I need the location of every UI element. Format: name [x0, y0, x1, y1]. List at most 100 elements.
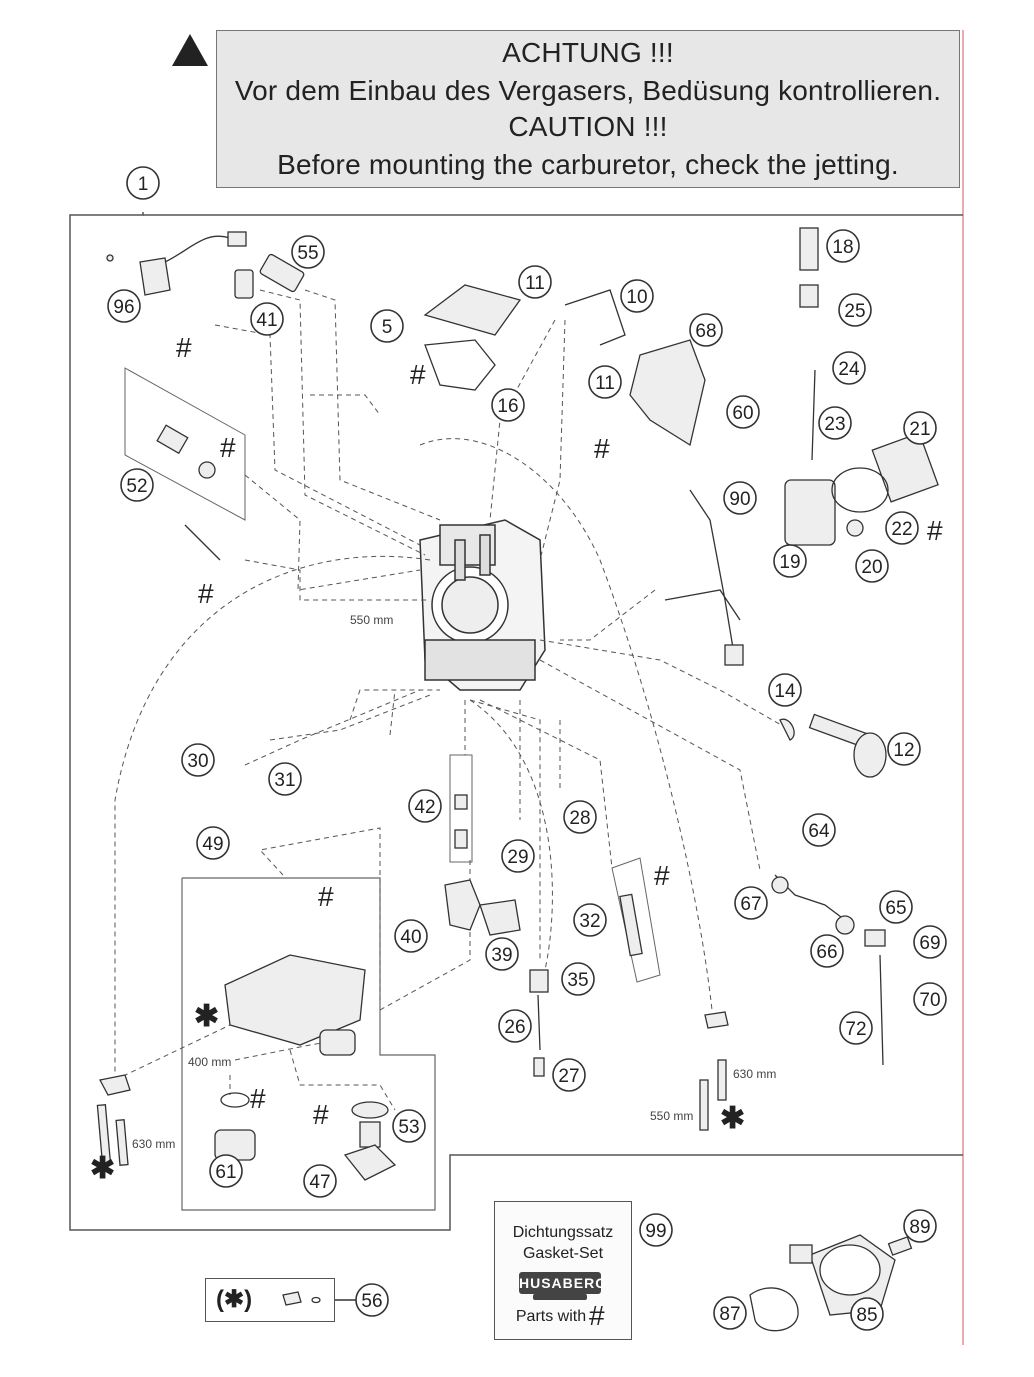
callout-number: 61: [215, 1162, 236, 1183]
callout-circle: [879, 890, 913, 924]
callout-number: 11: [525, 273, 545, 294]
part-callout-85: 85: [850, 1297, 884, 1331]
callout-number: 64: [808, 821, 830, 842]
hash-marker: #: [198, 578, 214, 609]
part-callout-90: 90: [723, 481, 757, 515]
callout-number: 47: [309, 1172, 330, 1193]
callout-circle: [885, 511, 919, 545]
part-callout-11: 11: [588, 365, 622, 399]
hash-marker: #: [176, 332, 192, 363]
callout-number: 70: [919, 990, 940, 1011]
length-label-630-left: 630 mm: [132, 1137, 175, 1151]
part-callout-66: 66: [810, 934, 844, 968]
callout-number: 60: [732, 403, 753, 424]
part-callout-60: 60: [726, 395, 760, 429]
part-callout-22: 22: [885, 511, 919, 545]
hash-marker: #: [594, 433, 610, 464]
callout-circle: [573, 903, 607, 937]
callout-number: 23: [824, 414, 845, 435]
part-callout-20: 20: [855, 549, 889, 583]
callout-number: 10: [626, 287, 647, 308]
callout-circle: [491, 388, 525, 422]
part-callout-61: 61: [209, 1154, 243, 1188]
part-callout-16: 16: [491, 388, 525, 422]
callout-number: 26: [504, 1017, 525, 1038]
part-callout-40: 40: [394, 919, 428, 953]
callout-circle: [181, 743, 215, 777]
callout-circle: [826, 229, 860, 263]
length-label-550-top: 550 mm: [350, 613, 393, 627]
callout-circle: [689, 313, 723, 347]
callout-circle: [855, 549, 889, 583]
part-callout-39: 39: [485, 937, 519, 971]
callout-circle: [850, 1297, 884, 1331]
callout-circle: [832, 351, 866, 385]
hash-marker: #: [318, 881, 334, 912]
callout-number: 85: [856, 1305, 877, 1326]
callout-circle: [485, 937, 519, 971]
part-callout-55: 55: [291, 235, 325, 269]
callout-circle: [498, 1009, 532, 1043]
part-callout-29: 29: [501, 839, 535, 873]
callout-number: 67: [740, 894, 761, 915]
gasket-set-title-en: Gasket-Set: [522, 1245, 604, 1262]
part-callout-30: 30: [181, 743, 215, 777]
part-callout-23: 23: [818, 406, 852, 440]
callout-number: 39: [491, 945, 512, 966]
part-callout-26: 26: [498, 1009, 532, 1043]
callout-circle: [839, 1011, 873, 1045]
part-callout-47: 47: [303, 1164, 337, 1198]
callout-circle: [291, 235, 325, 269]
star-marker: ✱: [720, 1102, 745, 1135]
callout-circle: [802, 813, 836, 847]
callout-number: 20: [861, 557, 882, 578]
callout-number: 65: [885, 898, 906, 919]
hash-marker: #: [250, 1083, 266, 1114]
part-callout-5: 5: [370, 309, 404, 343]
callout-number: 90: [729, 489, 750, 510]
hash-marker: #: [220, 432, 236, 463]
part-callout-96: 96: [107, 289, 141, 323]
callout-number: 31: [274, 770, 295, 791]
length-label-630-right: 630 mm: [733, 1067, 776, 1081]
part-callout-11: 11: [518, 265, 552, 299]
warning-title-en: CAUTION !!!: [508, 111, 668, 142]
warning-box: ACHTUNG !!! Vor dem Einbau des Vergasers…: [216, 30, 960, 188]
part-callout-70: 70: [913, 982, 947, 1016]
carburetor-body: [419, 519, 546, 691]
callout-number: 21: [909, 419, 930, 440]
star-kit-box: (✱): [205, 1278, 335, 1322]
callout-circle: [394, 919, 428, 953]
hash-marker: #: [410, 359, 426, 390]
callout-number: 49: [202, 834, 223, 855]
length-label-550-bottom: 550 mm: [650, 1109, 693, 1123]
hash-marker: #: [313, 1099, 329, 1130]
callout-number: 28: [569, 808, 590, 829]
star-kit-symbol: (✱): [216, 1286, 253, 1313]
callout-number: 96: [113, 297, 134, 318]
part-callout-31: 31: [268, 762, 302, 796]
callout-number: 18: [832, 237, 853, 258]
callout-number: 66: [816, 942, 837, 963]
part-callout-72: 72: [839, 1011, 873, 1045]
gasket-set-parts-text: Parts with: [515, 1308, 587, 1325]
part-callout-87: 87: [713, 1296, 747, 1330]
warning-title-de: ACHTUNG !!!: [502, 37, 674, 68]
gasket-set-box: Dichtungssatz Gasket-Set HUSABERG Parts …: [494, 1201, 632, 1340]
callout-circle: [107, 289, 141, 323]
callout-number: 5: [382, 317, 393, 338]
callout-number: 53: [398, 1117, 419, 1138]
star-marker: ✱: [194, 1000, 219, 1033]
hash-marker: #: [654, 860, 670, 891]
part-callout-64: 64: [802, 813, 836, 847]
callout-circle: [726, 395, 760, 429]
part-callout-32: 32: [573, 903, 607, 937]
part-callout-21: 21: [903, 411, 937, 445]
callout-circle: [126, 166, 160, 200]
callout-number: 30: [187, 751, 208, 772]
callout-circle: [903, 1209, 937, 1243]
callout-circle: [620, 279, 654, 313]
part-callout-68: 68: [689, 313, 723, 347]
part-callout-49: 49: [196, 826, 230, 860]
